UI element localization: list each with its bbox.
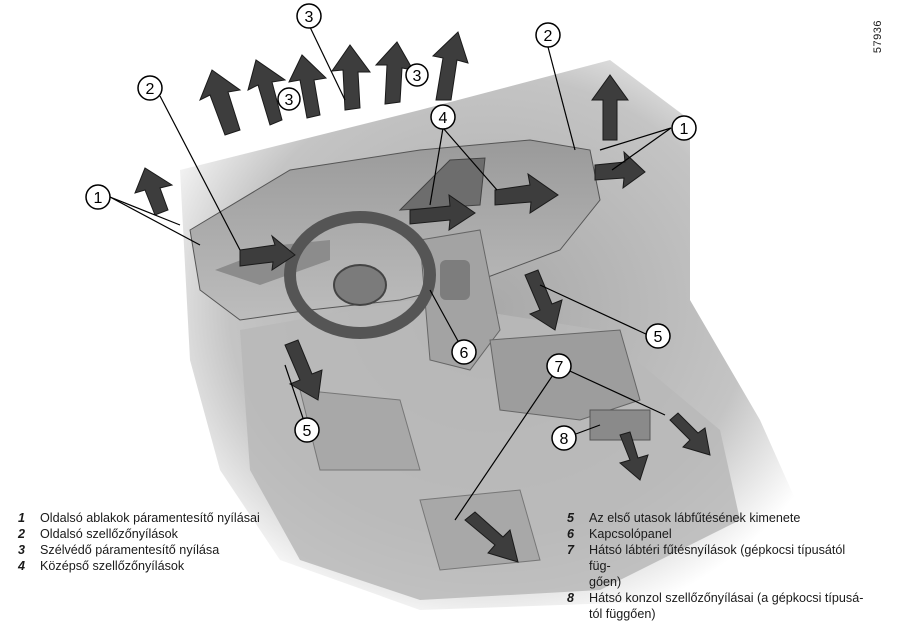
callout-1-right: 1 (671, 115, 697, 141)
callout-2-left: 2 (137, 75, 163, 101)
legend-left: 1 Oldalsó ablakok páramentesítő nyílásai… (18, 510, 348, 574)
legend-number: 6 (567, 527, 575, 541)
legend-text: Hátsó lábtéri fűtésnyílások (gépkocsi tí… (589, 543, 846, 589)
svg-text:3: 3 (285, 92, 294, 109)
svg-text:4: 4 (439, 110, 448, 127)
legend-item: 2 Oldalsó szellőzőnyílások (18, 526, 348, 542)
steering-wheel (284, 211, 436, 339)
legend-item: 1 Oldalsó ablakok páramentesítő nyílásai (18, 510, 348, 526)
svg-text:8: 8 (560, 431, 569, 448)
legend-number: 7 (567, 543, 575, 557)
svg-text:5: 5 (303, 423, 312, 440)
callout-3-top: 3 (296, 3, 322, 29)
arrow-right-icon (494, 172, 559, 214)
legend-item: 6 Kapcsolópanel (567, 526, 867, 542)
svg-text:2: 2 (146, 81, 155, 98)
legend-right: 5 Az első utasok lábfűtésének kimenete 6… (567, 510, 867, 622)
svg-text:5: 5 (654, 329, 663, 346)
svg-text:3: 3 (413, 68, 422, 85)
arrow-up-icon (247, 59, 287, 126)
callout-7: 7 (546, 353, 572, 379)
arrow-up-icon (288, 54, 328, 119)
legend-text: Oldalsó szellőzőnyílások (40, 527, 178, 541)
svg-text:6: 6 (460, 345, 469, 362)
legend-item: 7 Hátsó lábtéri fűtésnyílások (gépkocsi … (567, 542, 867, 590)
arrow-up-icon (330, 44, 371, 111)
arrow-up-icon (591, 74, 629, 141)
svg-text:3: 3 (305, 9, 314, 26)
legend-item: 4 Középső szellőzőnyílások (18, 558, 348, 574)
callout-3-right: 3 (405, 63, 429, 87)
arrow-right-icon (239, 234, 296, 272)
callout-5-left: 5 (294, 417, 320, 443)
legend-number: 1 (18, 511, 26, 525)
legend-item: 5 Az első utasok lábfűtésének kimenete (567, 510, 867, 526)
callout-5-right: 5 (645, 323, 671, 349)
arrow-down-icon (464, 511, 519, 563)
arrow-right-icon (409, 193, 476, 231)
legend-number: 4 (18, 559, 26, 573)
legend-number: 3 (18, 543, 26, 557)
legend-text: Oldalsó ablakok páramentesítő nyílásai (40, 511, 260, 525)
legend-text: Kapcsolópanel (589, 527, 672, 541)
arrow-down-icon (618, 431, 649, 481)
arrow-down-icon (284, 339, 323, 401)
legend-item: 3 Szélvédő páramentesítő nyílása (18, 542, 348, 558)
figure-id: 57936 (872, 20, 884, 54)
svg-text:1: 1 (680, 121, 689, 138)
legend-text: Középső szellőzőnyílások (40, 559, 185, 573)
legend-text: Az első utasok lábfűtésének kimenete (589, 511, 801, 525)
svg-text:2: 2 (544, 28, 553, 45)
airflow-arrows (134, 31, 711, 563)
arrow-up-icon (374, 41, 414, 105)
callout-3-left: 3 (277, 87, 301, 111)
leader-lines (109, 24, 672, 521)
legend-text: Hátsó konzol szellőzőnyílásai (a gépkocs… (589, 591, 864, 621)
callout-2-right: 2 (535, 22, 561, 48)
legend-text: Szélvédő páramentesítő nyílása (40, 543, 220, 557)
legend-number: 5 (567, 511, 575, 525)
arrow-up-icon (431, 31, 469, 101)
callout-6: 6 (451, 339, 477, 365)
arrow-up-icon (134, 167, 174, 216)
arrow-down-icon (524, 269, 563, 331)
svg-text:7: 7 (555, 359, 564, 376)
arrow-down-icon (669, 412, 711, 456)
callouts: 1 2 3 3 3 2 4 1 5 6 7 5 8 (85, 3, 697, 451)
legend-item: 8 Hátsó konzol szellőzőnyílásai (a gépko… (567, 590, 867, 622)
arrow-up-icon (199, 69, 242, 136)
callout-4: 4 (430, 104, 456, 130)
callout-8: 8 (551, 425, 577, 451)
callout-1-left: 1 (85, 184, 111, 210)
svg-text:1: 1 (94, 190, 103, 207)
legend-number: 8 (567, 591, 575, 605)
legend-number: 2 (18, 527, 26, 541)
